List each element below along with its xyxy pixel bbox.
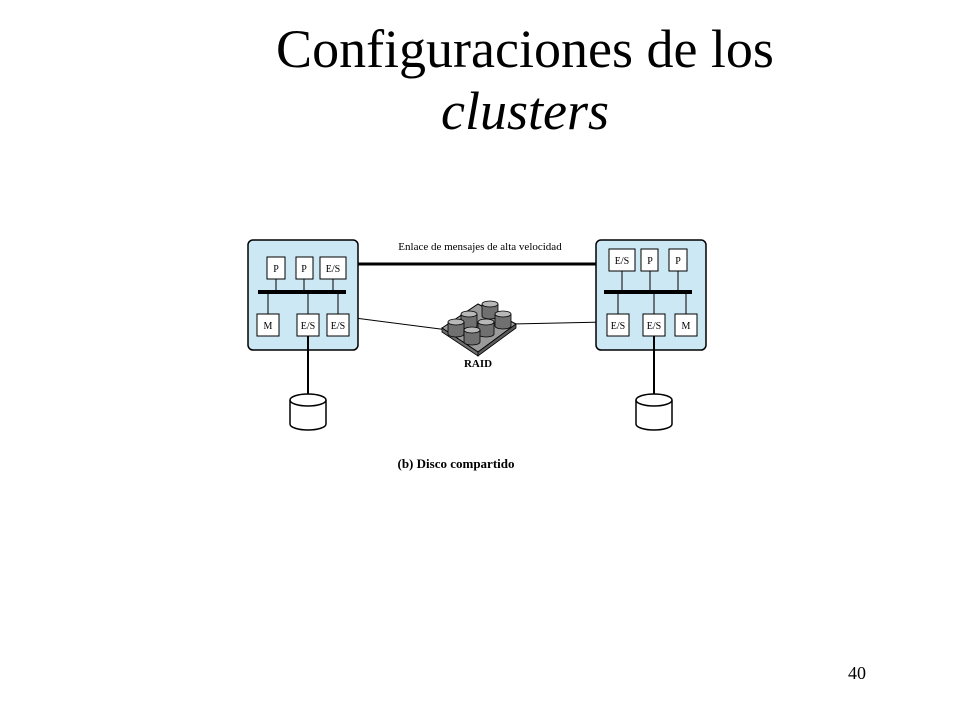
- left-bottom-box-label: M: [264, 321, 273, 332]
- left-disk-icon: [289, 393, 327, 431]
- left-top-box-label: E/S: [326, 264, 340, 275]
- left-io-box: [319, 256, 347, 280]
- right-raid-link: [511, 321, 607, 325]
- right-processor-box: [668, 248, 688, 272]
- left-io-box: [326, 313, 350, 337]
- left-top-box-label: P: [273, 264, 279, 275]
- left-memory-box: [256, 313, 280, 337]
- left-raid-link: [354, 317, 449, 331]
- right-bottom-box-label: E/S: [647, 321, 661, 332]
- raid-array-icon: [441, 300, 517, 357]
- diagram-caption: (b) Disco compartido: [398, 456, 515, 471]
- raid-label: RAID: [464, 358, 492, 370]
- right-bottom-box-label: E/S: [611, 321, 625, 332]
- left-node: P P E/S M E/S E/S: [247, 239, 359, 351]
- left-bottom-box-label: E/S: [301, 321, 315, 332]
- high-speed-link-label: Enlace de mensajes de alta velocidad: [398, 241, 562, 253]
- slide-title-line1: Configuraciones de los: [276, 19, 774, 79]
- right-memory-box: [674, 313, 698, 337]
- right-io-box: [606, 313, 630, 337]
- slide-title-line2: clusters: [441, 81, 609, 141]
- right-node: E/S P P E/S E/S M: [595, 239, 707, 351]
- right-disk-icon: [635, 393, 673, 431]
- page-number: 40: [848, 663, 866, 683]
- left-top-box-label: P: [301, 264, 307, 275]
- right-bottom-box-label: M: [682, 321, 691, 332]
- right-top-box-label: E/S: [615, 256, 629, 267]
- left-processor-box: [266, 256, 286, 280]
- left-bottom-box-label: E/S: [331, 321, 345, 332]
- slide-title: Configuraciones de los clusters: [0, 18, 960, 142]
- right-io-box: [608, 248, 636, 272]
- right-processor-box: [640, 248, 659, 272]
- right-top-box-label: P: [675, 256, 681, 267]
- left-processor-box: [295, 256, 314, 280]
- right-top-box-label: P: [647, 256, 653, 267]
